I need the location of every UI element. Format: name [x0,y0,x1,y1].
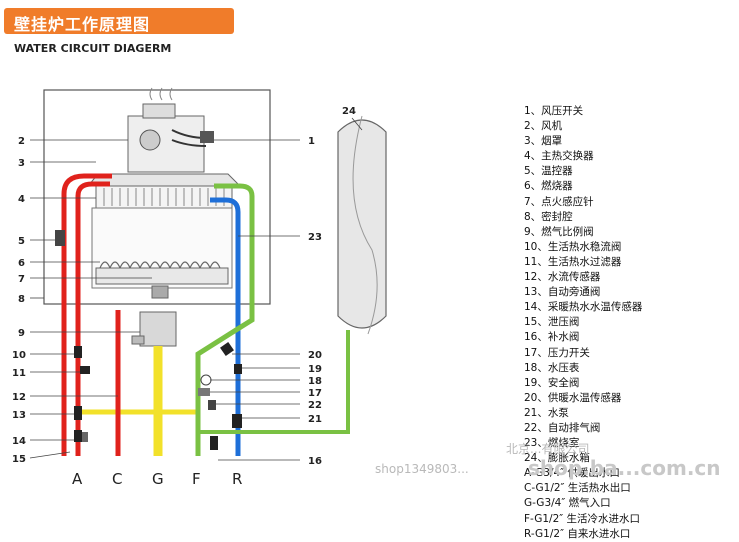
heating-return-red [61,173,112,456]
callout-22: 22 [308,400,322,411]
expansion-tank [337,119,387,329]
safety-valve [234,364,242,374]
legend-item: 6、燃烧器 [524,180,573,193]
water-circuit-diagram: 1 2 3 4 5 6 7 8 9 10 11 12 13 14 15 16 1… [12,87,387,488]
watermark-shop: shop1349803... [375,462,469,476]
legend-item: C-G1/2″ 生活热水出口 [524,482,631,495]
callout-14: 14 [12,436,26,447]
heating-water-temp-sensor [220,342,234,356]
legend-item: 3、烟罩 [524,135,563,148]
callout-5: 5 [18,236,25,247]
legend-item: 20、供暖水温传感器 [524,391,622,404]
legend-item: 15、泄压阀 [524,316,580,329]
legend-item: 11、生活热水过滤器 [524,255,622,268]
legend-item: R-G1/2″ 自来水进水口 [524,527,631,540]
legend-item: 21、水泵 [524,406,569,419]
watermark-site: shop.ba...com.cn [528,456,721,480]
callout-13: 13 [12,410,26,421]
temperature-controller [55,230,65,246]
dhw-flow-valve [74,346,82,358]
legend-item: 18、水压表 [524,361,580,374]
callout-20: 20 [308,350,322,361]
watermark-company: 北京...有限公司 [506,442,590,456]
legend-item: G-G3/4″ 燃气入口 [524,497,611,510]
callout-2: 2 [18,136,25,147]
dhw-filter [80,366,90,374]
callout-17: 17 [308,388,322,399]
heat-exchanger-fins [103,188,225,206]
auto-air-vent [208,400,216,410]
legend-item: F-G1/2″ 生活冷水进水口 [524,512,641,525]
legend-item: 22、自动排气阀 [524,421,601,434]
legend-item: 2、风机 [524,120,563,133]
callout-23: 23 [308,232,322,243]
pressure-gauge [200,374,212,386]
flue-outlet [142,103,176,119]
air-pressure-switch [200,131,214,143]
port-f-label: F [192,470,201,488]
callout-15: 15 [12,454,26,465]
main-heat-exchanger [95,185,233,209]
callout-12: 12 [12,392,26,403]
callout-4: 4 [18,194,25,205]
port-r-label: R [232,470,242,488]
filling-valve [210,436,218,450]
boiler-casing [43,89,271,305]
gas-manifold [151,285,169,299]
callout-21: 21 [308,414,322,425]
fan-housing [127,115,205,173]
circulation-pump [232,414,242,428]
legend-item: 24、膨胀水箱 [524,452,590,465]
legend-item: 10、生活热水稳流阀 [524,240,622,253]
cold-water-pipe-r [210,197,241,456]
pressure-relief-valve [82,432,88,442]
page-title: 壁挂炉工作原理图 [14,15,151,34]
callout-10: 10 [12,350,26,361]
heating-return-pipe-f [195,183,255,456]
callout-1: 1 [308,136,315,147]
legend-item: 16、补水阀 [524,331,580,344]
callout-8: 8 [18,294,25,305]
gas-valve-coil [131,335,145,345]
legend-item: 19、安全阀 [524,376,580,389]
legend-item: 17、压力开关 [524,346,590,359]
title-banner: 壁挂炉工作原理图 [4,8,234,34]
callout-11: 11 [12,368,26,379]
pressure-switch [198,388,210,396]
legend-item: 8、密封腔 [524,210,573,223]
callout-7: 7 [18,274,25,285]
callout-3: 3 [18,158,25,169]
legend-item: 9、燃气比例阀 [524,225,594,238]
legend-item: 12、水流传感器 [524,271,601,284]
callout-16: 16 [308,456,322,467]
heating-temp-sensor [74,430,82,442]
port-g-label: G [152,470,164,488]
legend-item: 4、主热交换器 [524,150,594,163]
callout-18: 18 [308,376,322,387]
callout-24: 24 [342,106,356,117]
burner [95,267,229,285]
expansion-tank-membrane [352,115,378,335]
legend-item: 5、温控器 [524,165,573,178]
expansion-connection-pipe [200,330,350,434]
callout-6: 6 [18,258,25,269]
fan-blade [171,139,207,147]
callout-9: 9 [18,328,25,339]
fan-motor [139,129,161,151]
flue-gas-arrows [149,87,173,101]
legend-item: A-G3/4″ 供暖出水口 [524,467,620,480]
heating-flow-pipe-a [75,181,110,456]
legend-item: 14、采暖热水水温传感器 [524,301,643,314]
port-a-label: A [72,470,83,488]
gas-proportional-valve [139,311,177,347]
port-c-label: C [112,470,122,488]
leader-lines [29,117,363,461]
callout-19: 19 [308,364,322,375]
bypass-valve [74,406,82,420]
legend-item: 1、风压开关 [524,105,584,117]
legend-item: 13、自动旁通阀 [524,286,601,299]
legend-item: 7、点火感应针 [524,195,594,208]
diagram-subtitle: WATER CIRCUIT DIAGERM [14,42,172,55]
legend-item: 23、燃烧室 [524,437,580,450]
